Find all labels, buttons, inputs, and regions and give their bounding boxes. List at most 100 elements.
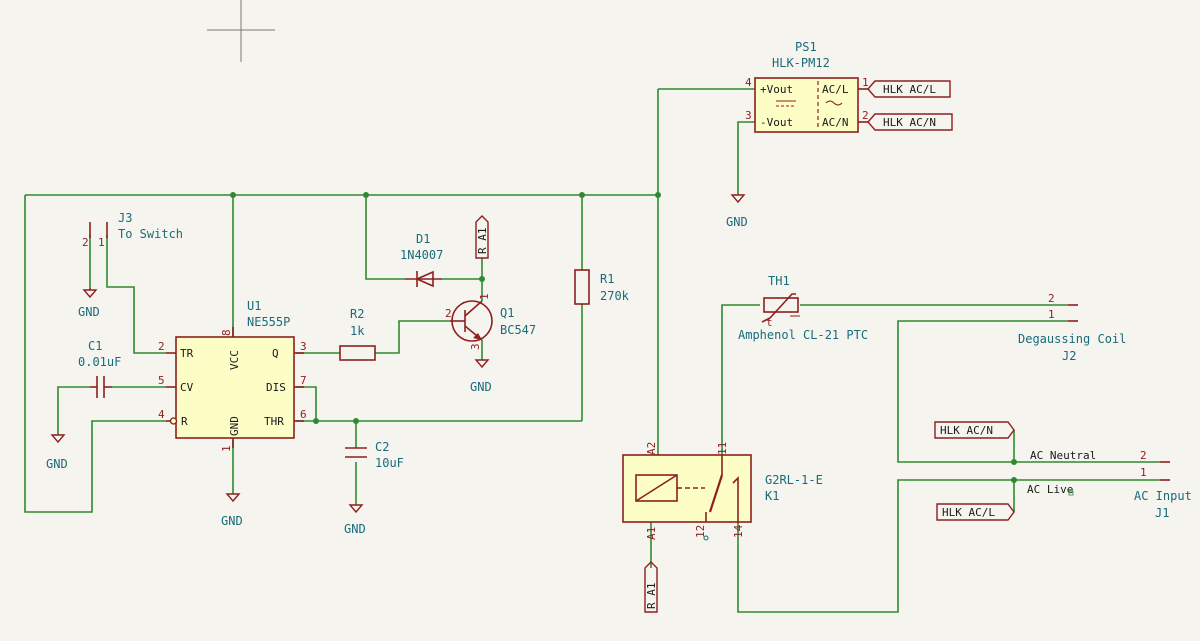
svg-text:3: 3	[745, 109, 752, 122]
cursor-crosshair	[207, 0, 275, 62]
svg-text:1: 1	[98, 236, 105, 249]
svg-text:1: 1	[220, 445, 233, 452]
c1-value: 0.01uF	[78, 355, 121, 369]
net-label-ra1-top[interactable]: R A1	[475, 215, 489, 259]
q1-ref: Q1	[500, 306, 514, 320]
c1-capacitor[interactable]: C1 0.01uF	[78, 339, 121, 398]
u1-ne555[interactable]: TR CV R Q DIS THR VCC GND 2 5 4 8 1 3 7 …	[158, 299, 307, 452]
svg-text:THR: THR	[264, 415, 284, 428]
svg-text:HLK AC/L: HLK AC/L	[883, 83, 936, 96]
svg-text:GND: GND	[46, 457, 68, 471]
svg-text:HLK AC/N: HLK AC/N	[883, 116, 936, 129]
r1-ref: R1	[600, 272, 614, 286]
svg-text:2: 2	[862, 109, 869, 122]
j2-value: Degaussing Coil	[1018, 332, 1126, 346]
u1-value: NE555P	[247, 315, 290, 329]
svg-text:t: t	[766, 316, 773, 329]
gnd-symbol-ps1: GND	[726, 194, 748, 229]
th1-thermistor[interactable]: t TH1 Amphenol CL-21 PTC	[738, 274, 868, 342]
svg-text:-Vout: -Vout	[760, 116, 793, 129]
k1-relay[interactable]: A2 A1 11 12 14 G2RL-1-E K1	[622, 442, 823, 541]
net-label-hlk-acn-ps[interactable]: HLK AC/N	[867, 113, 953, 131]
svg-text:R: R	[181, 415, 188, 428]
c2-ref: C2	[375, 440, 389, 454]
svg-text:HLK AC/N: HLK AC/N	[940, 424, 993, 437]
svg-text:1: 1	[478, 293, 491, 300]
svg-text:HLK AC/L: HLK AC/L	[942, 506, 995, 519]
svg-text:2: 2	[82, 236, 89, 249]
r1-resistor[interactable]: R1 270k	[574, 269, 630, 305]
j2-connector[interactable]: 2 1 Degaussing Coil J2	[1018, 292, 1126, 363]
ps1-ref: PS1	[795, 40, 817, 54]
svg-text:5: 5	[158, 374, 165, 387]
gnd-symbol-c2: GND	[344, 504, 366, 536]
j1-connector[interactable]: 2 1 AC Input J1	[1134, 449, 1192, 520]
net-label-hlk-acl-ps[interactable]: HLK AC/L	[867, 80, 951, 98]
q1-value: BC547	[500, 323, 536, 337]
th1-value: Amphenol CL-21 PTC	[738, 328, 868, 342]
net-label-ac-neutral[interactable]: AC Neutral	[1030, 449, 1096, 462]
d1-ref: D1	[416, 232, 430, 246]
svg-text:AC/L: AC/L	[822, 83, 849, 96]
svg-text:AC/N: AC/N	[822, 116, 849, 129]
svg-text:AC Live: AC Live	[1027, 483, 1073, 496]
svg-text:GND: GND	[228, 416, 241, 436]
net-label-hlk-acl-input[interactable]: HLK AC/L	[936, 503, 1015, 521]
q1-transistor[interactable]: 2 1 3 Q1 BC547	[445, 293, 536, 350]
r2-ref: R2	[350, 307, 364, 321]
th1-ref: TH1	[768, 274, 790, 288]
k1-ref: K1	[765, 489, 779, 503]
svg-text:+Vout: +Vout	[760, 83, 793, 96]
svg-text:VCC: VCC	[228, 350, 241, 370]
c2-value: 10uF	[375, 456, 404, 470]
j3-ref: J3	[118, 211, 132, 225]
wires	[24, 88, 1160, 613]
svg-text:GND: GND	[221, 514, 243, 528]
svg-text:GND: GND	[78, 305, 100, 319]
svg-text:8: 8	[220, 329, 233, 336]
svg-text:2: 2	[445, 307, 452, 320]
svg-text:4: 4	[158, 408, 165, 421]
svg-text:AC Neutral: AC Neutral	[1030, 449, 1096, 462]
net-label-ra1-bottom[interactable]: R A1	[644, 561, 658, 613]
svg-text:A2: A2	[645, 442, 658, 455]
c2-capacitor[interactable]: C2 10uF	[345, 440, 404, 470]
svg-text:14: 14	[732, 524, 745, 538]
svg-text:12: 12	[694, 525, 707, 538]
svg-text:1: 1	[862, 76, 869, 89]
gnd-symbol-u1: GND	[221, 493, 243, 528]
svg-text:GND: GND	[470, 380, 492, 394]
svg-text:CV: CV	[180, 381, 194, 394]
j2-ref: J2	[1062, 349, 1076, 363]
svg-text:7: 7	[300, 374, 307, 387]
svg-text:TR: TR	[180, 347, 194, 360]
j1-ref: J1	[1155, 506, 1169, 520]
net-label-hlk-acn-input[interactable]: HLK AC/N	[934, 421, 1015, 439]
j3-value: To Switch	[118, 227, 183, 241]
svg-text:GND: GND	[344, 522, 366, 536]
ps1-power-supply[interactable]: +Vout -Vout AC/L AC/N 4 3 1 2 PS1 HLK-PM…	[745, 40, 869, 133]
j3-connector[interactable]: 2 1 J3 To Switch	[82, 211, 183, 249]
c1-ref: C1	[88, 339, 102, 353]
svg-text:Q: Q	[272, 347, 279, 360]
svg-text:3: 3	[300, 340, 307, 353]
net-label-ac-live[interactable]: AC Live	[1027, 483, 1074, 496]
svg-text:A1: A1	[645, 527, 658, 540]
r1-value: 270k	[600, 289, 630, 303]
j1-value: AC Input	[1134, 489, 1192, 503]
k1-value: G2RL-1-E	[765, 473, 823, 487]
d1-diode[interactable]: D1 1N4007	[400, 232, 443, 288]
r2-resistor[interactable]: R2 1k	[339, 307, 376, 361]
ps1-value: HLK-PM12	[772, 56, 830, 70]
d1-value: 1N4007	[400, 248, 443, 262]
svg-text:11: 11	[716, 442, 729, 455]
svg-text:1: 1	[1140, 466, 1147, 479]
svg-text:2: 2	[1140, 449, 1147, 462]
svg-text:4: 4	[745, 76, 752, 89]
svg-text:GND: GND	[726, 215, 748, 229]
gnd-symbol-q1: GND	[470, 359, 492, 394]
svg-text:2: 2	[1048, 292, 1055, 305]
svg-text:DIS: DIS	[266, 381, 286, 394]
svg-text:R A1: R A1	[476, 228, 489, 255]
